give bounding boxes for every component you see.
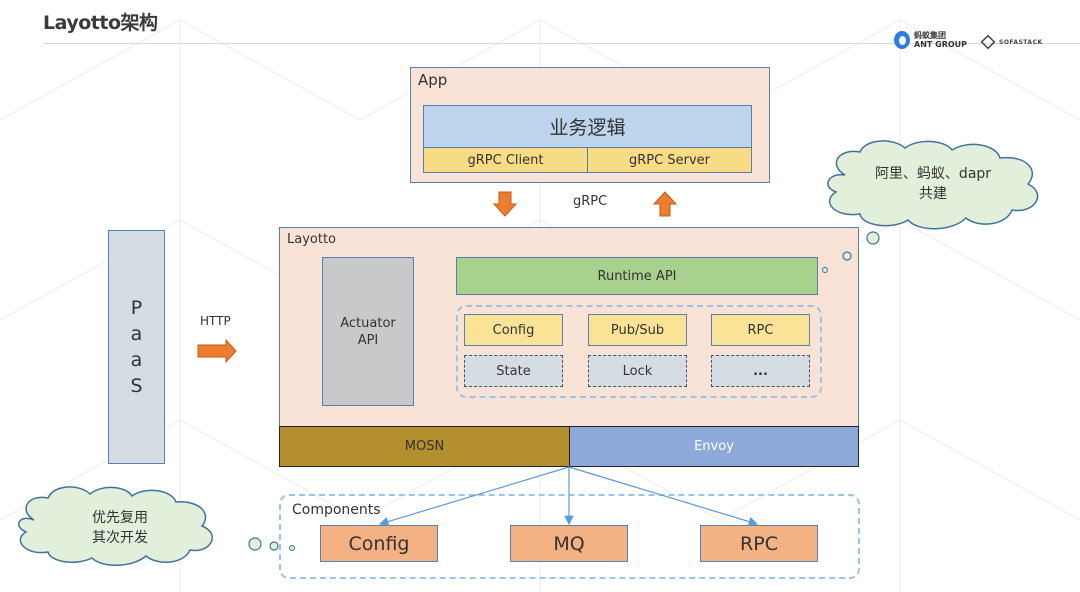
api-lock-box: Lock xyxy=(588,355,687,387)
link-rpc xyxy=(568,466,759,527)
callout-cloud-top-right xyxy=(827,140,1039,230)
http-label: HTTP xyxy=(200,314,231,328)
actuator-label-line2: API xyxy=(357,332,379,348)
api-pubsub-box: Pub/Sub xyxy=(588,314,687,346)
api-group xyxy=(456,305,822,398)
grpc-client-box: gRPC Client xyxy=(423,147,588,173)
api-state-box: State xyxy=(464,355,563,387)
link-config xyxy=(378,466,570,527)
thought-bubble xyxy=(866,231,880,245)
arrow-up-icon xyxy=(652,191,678,217)
arrow-right-icon xyxy=(197,338,237,364)
mosn-box: MOSN xyxy=(279,426,570,467)
api-config-box: Config xyxy=(464,314,563,346)
component-mq-box: MQ xyxy=(510,525,628,562)
paas-letter: a xyxy=(130,323,143,345)
callout-bottom-left-line2: 其次开发 xyxy=(92,530,148,546)
app-label: App xyxy=(418,71,448,89)
business-logic-box: 业务逻辑 xyxy=(423,105,752,148)
ant-logo-en: ANT GROUP xyxy=(914,40,968,49)
arrow-down-icon xyxy=(492,191,518,217)
actuator-api-box: Actuator API xyxy=(322,257,414,406)
paas-box: P a a S xyxy=(108,230,165,464)
callout-top-right-line2: 共建 xyxy=(919,186,947,202)
grpc-server-box: gRPC Server xyxy=(587,147,752,173)
thought-bubble xyxy=(842,251,852,261)
api-rpc-box: RPC xyxy=(711,314,810,346)
paas-letter: P xyxy=(130,297,143,319)
thought-bubble xyxy=(269,541,279,551)
paas-letter: S xyxy=(130,375,143,397)
callout-top-right-line1: 阿里、蚂蚁、dapr xyxy=(874,166,992,182)
callout-top-right-text: 阿里、蚂蚁、dapr 共建 xyxy=(858,164,1008,204)
callout-bottom-left-text: 优先复用 其次开发 xyxy=(70,508,170,548)
title-divider xyxy=(43,43,1080,44)
envoy-box: Envoy xyxy=(569,426,859,467)
layotto-label: Layotto xyxy=(287,232,337,247)
sofastack-logo-text: SOFASTACK xyxy=(999,38,1043,46)
thought-bubble xyxy=(822,267,828,273)
actuator-label-line1: Actuator xyxy=(340,315,396,331)
callout-cloud-bottom-left xyxy=(17,486,213,566)
grpc-label: gRPC xyxy=(573,194,608,209)
api-more-box: ... xyxy=(711,355,810,387)
paas-letter: a xyxy=(130,349,143,371)
runtime-api-box: Runtime API xyxy=(456,257,818,295)
thought-bubble xyxy=(289,545,295,551)
ant-icon xyxy=(894,31,910,49)
component-rpc-box: RPC xyxy=(700,525,818,562)
component-config-box: Config xyxy=(320,525,438,562)
callout-bottom-left-line1: 优先复用 xyxy=(92,510,148,526)
slide-title: Layotto架构 xyxy=(43,12,158,34)
thought-bubble xyxy=(248,537,262,551)
sofastack-logo: SOFASTACK xyxy=(980,34,1043,50)
components-label: Components xyxy=(292,502,381,518)
ant-logo-cn: 蚂蚁集团 xyxy=(914,31,946,40)
ant-group-logo: 蚂蚁集团 ANT GROUP xyxy=(894,31,967,49)
